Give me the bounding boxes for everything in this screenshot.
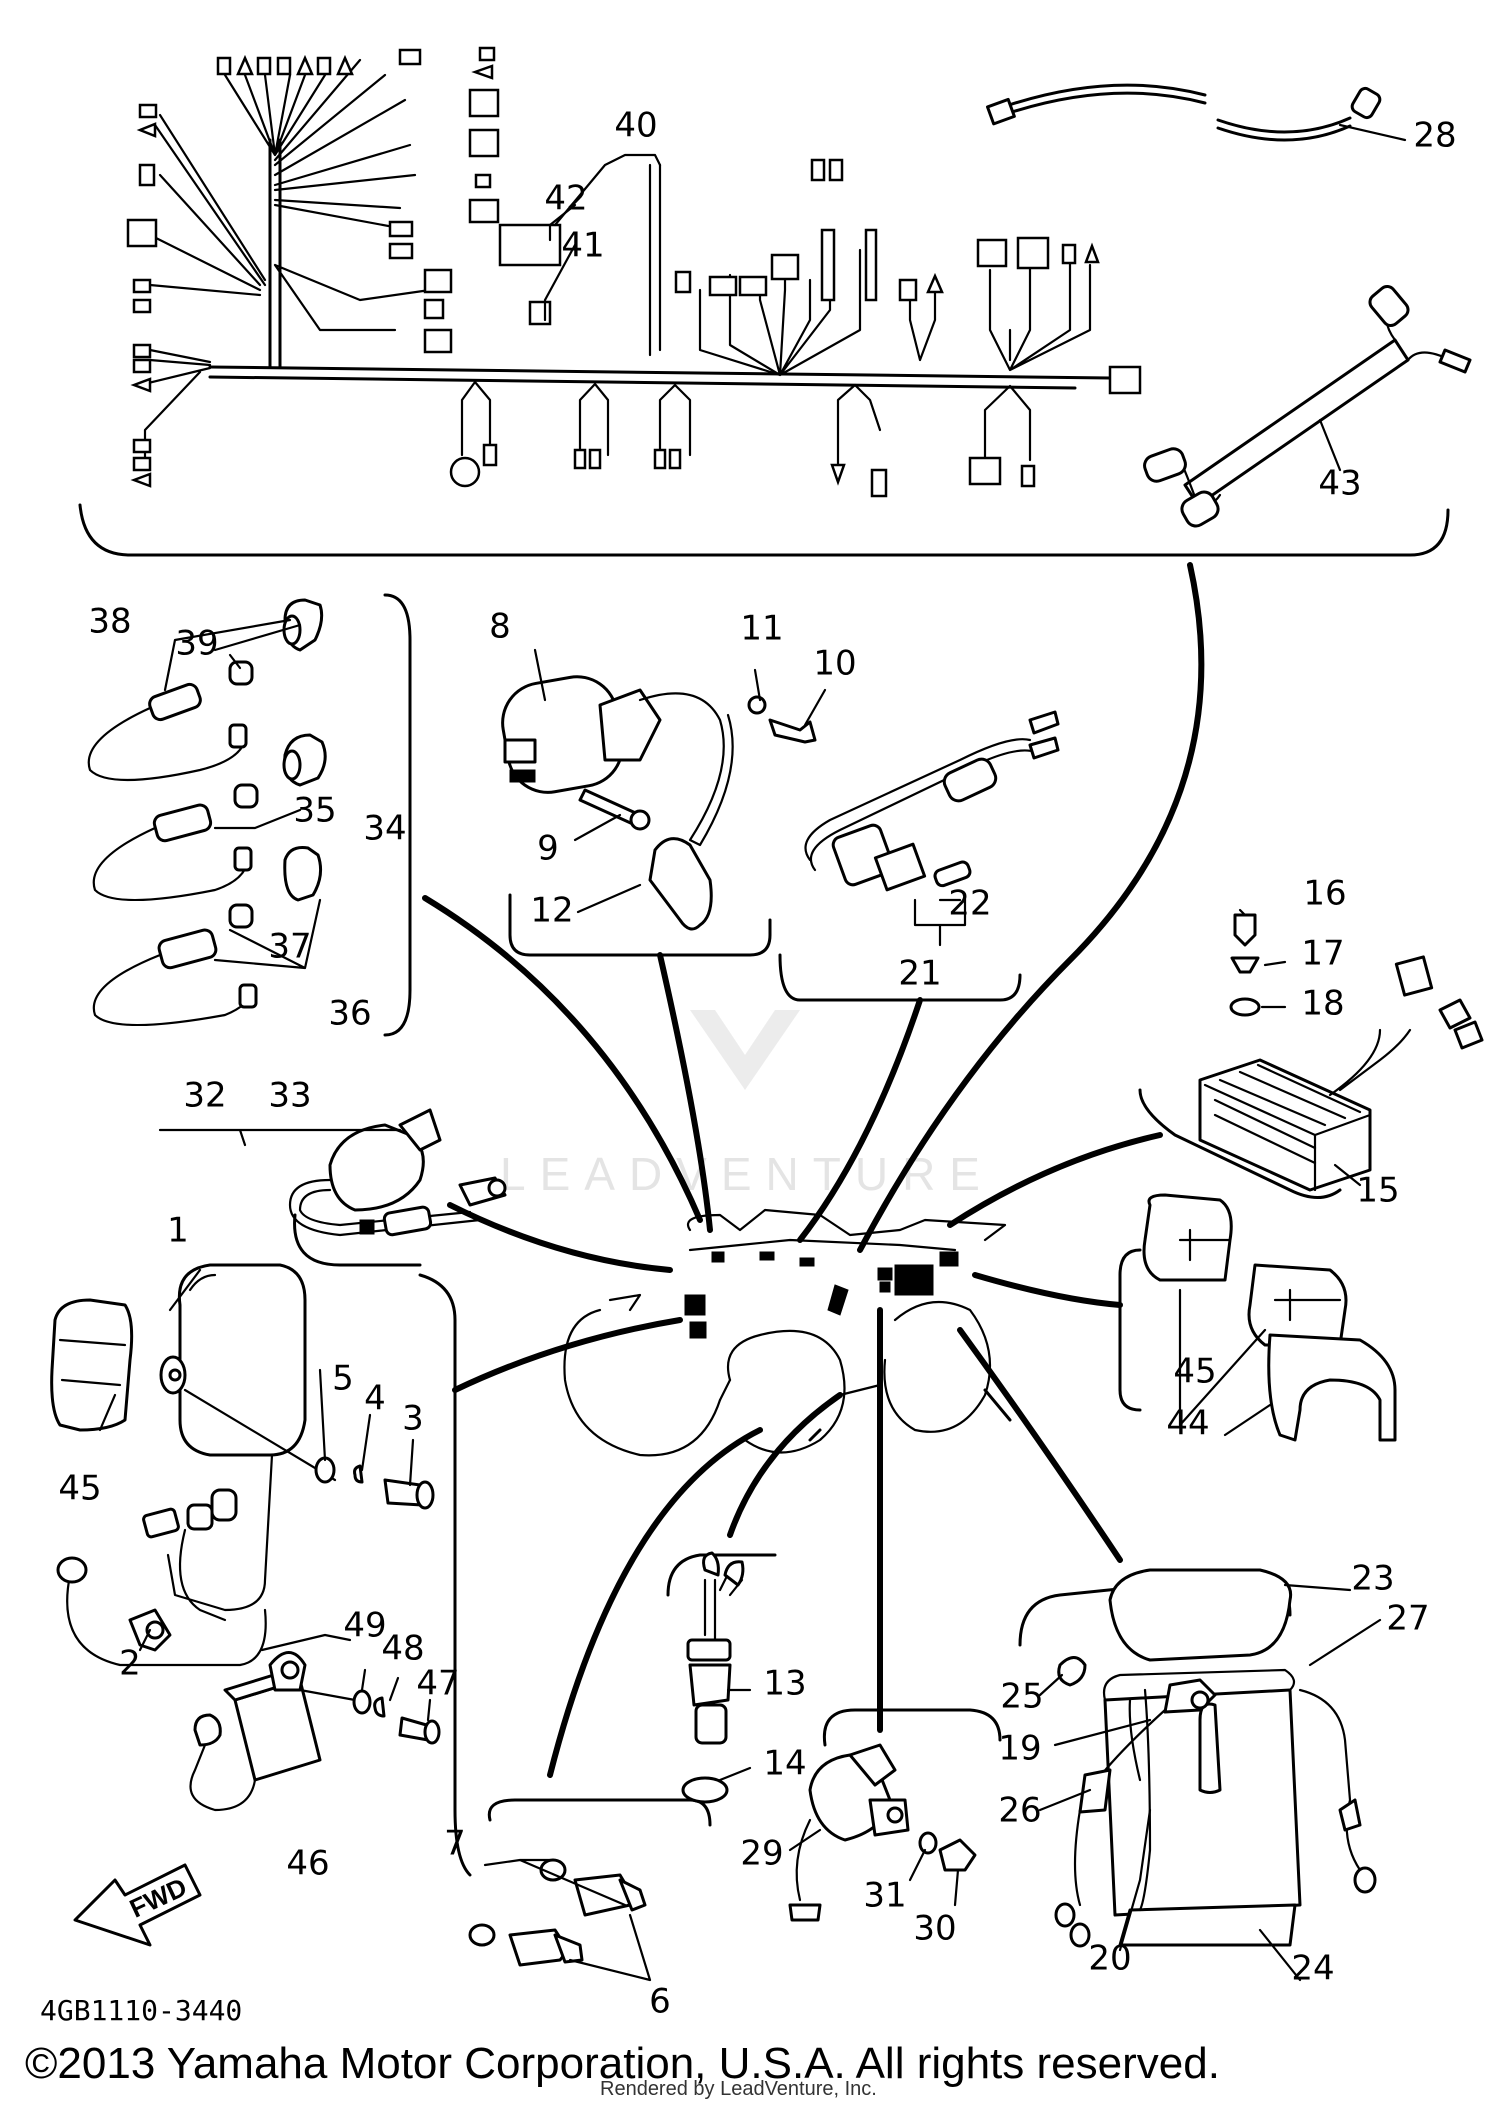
callout-37: 37 xyxy=(268,927,311,967)
relay-group xyxy=(778,710,1060,1002)
callout-29: 29 xyxy=(740,1834,783,1874)
callout-46: 46 xyxy=(286,1844,329,1884)
sensor-lead-top xyxy=(87,598,324,782)
callout-47: 47 xyxy=(416,1664,459,1704)
part-28-lead-wire xyxy=(986,83,1382,142)
callout-27: 27 xyxy=(1386,1599,1429,1639)
callout-13: 13 xyxy=(763,1664,806,1704)
watermark-text: LEADVENTURE xyxy=(500,1148,994,1200)
callout-32: 32 xyxy=(183,1076,226,1116)
callout-10: 10 xyxy=(813,644,856,684)
battery-group xyxy=(1018,1568,1377,1948)
callout-leaders xyxy=(98,123,1407,1982)
callout-30: 30 xyxy=(913,1909,956,1949)
neutral-switch-group xyxy=(288,1108,507,1267)
callout-12: 12 xyxy=(530,891,573,931)
callout-9: 9 xyxy=(537,829,559,869)
callout-4: 4 xyxy=(364,1379,386,1419)
part-43-sub-harness xyxy=(1143,284,1472,528)
callout-35: 35 xyxy=(293,791,336,831)
callout-41: 41 xyxy=(561,226,604,266)
callout-numbers: 1 2 3 4 5 6 7 8 9 10 11 12 13 14 15 16 1… xyxy=(58,106,1456,2022)
callout-26: 26 xyxy=(998,1791,1041,1831)
ignition-coil-group xyxy=(501,675,817,957)
callout-42: 42 xyxy=(544,179,587,219)
callout-40: 40 xyxy=(614,106,657,146)
sensor-leads-group xyxy=(87,593,412,1037)
harness-connectors xyxy=(126,46,562,488)
watermark: LEADVENTURE xyxy=(500,1010,994,1200)
callout-28: 28 xyxy=(1413,116,1456,156)
cdi-unit-group xyxy=(50,1263,472,1877)
rectifier-group xyxy=(1138,913,1484,1199)
leader-lines xyxy=(422,562,1205,1778)
harness-bracket xyxy=(78,503,1450,557)
main-wire-harness xyxy=(126,46,1142,498)
sensor-lead-middle xyxy=(92,733,327,902)
callout-34: 34 xyxy=(363,809,406,849)
callout-39: 39 xyxy=(175,624,218,664)
callout-23: 23 xyxy=(1351,1559,1394,1599)
callout-45-right: 45 xyxy=(1173,1352,1216,1392)
callout-17: 17 xyxy=(1301,934,1344,974)
callout-19: 19 xyxy=(998,1729,1041,1769)
callout-22: 22 xyxy=(948,884,991,924)
callout-3: 3 xyxy=(402,1399,424,1439)
callout-43: 43 xyxy=(1318,464,1361,504)
oil-switch-group xyxy=(666,1551,777,1804)
sensor-lead-bottom xyxy=(92,846,323,1027)
callout-25: 25 xyxy=(1000,1677,1043,1717)
part-46-group xyxy=(189,1651,441,1812)
diagram-code: 4GB1110-3440 xyxy=(40,1994,242,2027)
callout-15: 15 xyxy=(1356,1171,1399,1211)
forward-direction-arrow: FWD xyxy=(73,1863,202,1947)
copyright-notice: ©2013 Yamaha Motor Corporation, U.S.A. A… xyxy=(25,2039,1220,2088)
spark-plug-group xyxy=(468,1798,712,1982)
callout-24: 24 xyxy=(1291,1949,1334,1989)
callout-20: 20 xyxy=(1088,1939,1131,1979)
callout-6: 6 xyxy=(649,1982,671,2022)
callout-16: 16 xyxy=(1303,874,1346,914)
callout-36: 36 xyxy=(328,994,371,1034)
callout-31: 31 xyxy=(863,1876,906,1916)
starter-switch-group xyxy=(788,1708,1002,1922)
callout-7: 7 xyxy=(444,1824,466,1864)
render-credit: Rendered by LeadVenture, Inc. xyxy=(600,2078,877,2100)
callout-21: 21 xyxy=(898,954,941,994)
callout-33: 33 xyxy=(268,1076,311,1116)
callout-1: 1 xyxy=(167,1211,189,1251)
callout-38: 38 xyxy=(88,602,131,642)
callout-44: 44 xyxy=(1166,1404,1209,1444)
callout-11: 11 xyxy=(740,609,783,649)
callout-45-left: 45 xyxy=(58,1469,101,1509)
callout-48: 48 xyxy=(381,1629,424,1669)
callout-18: 18 xyxy=(1301,984,1344,1024)
callout-14: 14 xyxy=(763,1744,806,1784)
callout-5: 5 xyxy=(332,1359,354,1399)
callout-49: 49 xyxy=(343,1606,386,1646)
frame-assembly xyxy=(563,1208,1007,1457)
covers-group xyxy=(1118,1193,1397,1442)
callout-2: 2 xyxy=(119,1644,141,1684)
callout-8: 8 xyxy=(489,607,511,647)
